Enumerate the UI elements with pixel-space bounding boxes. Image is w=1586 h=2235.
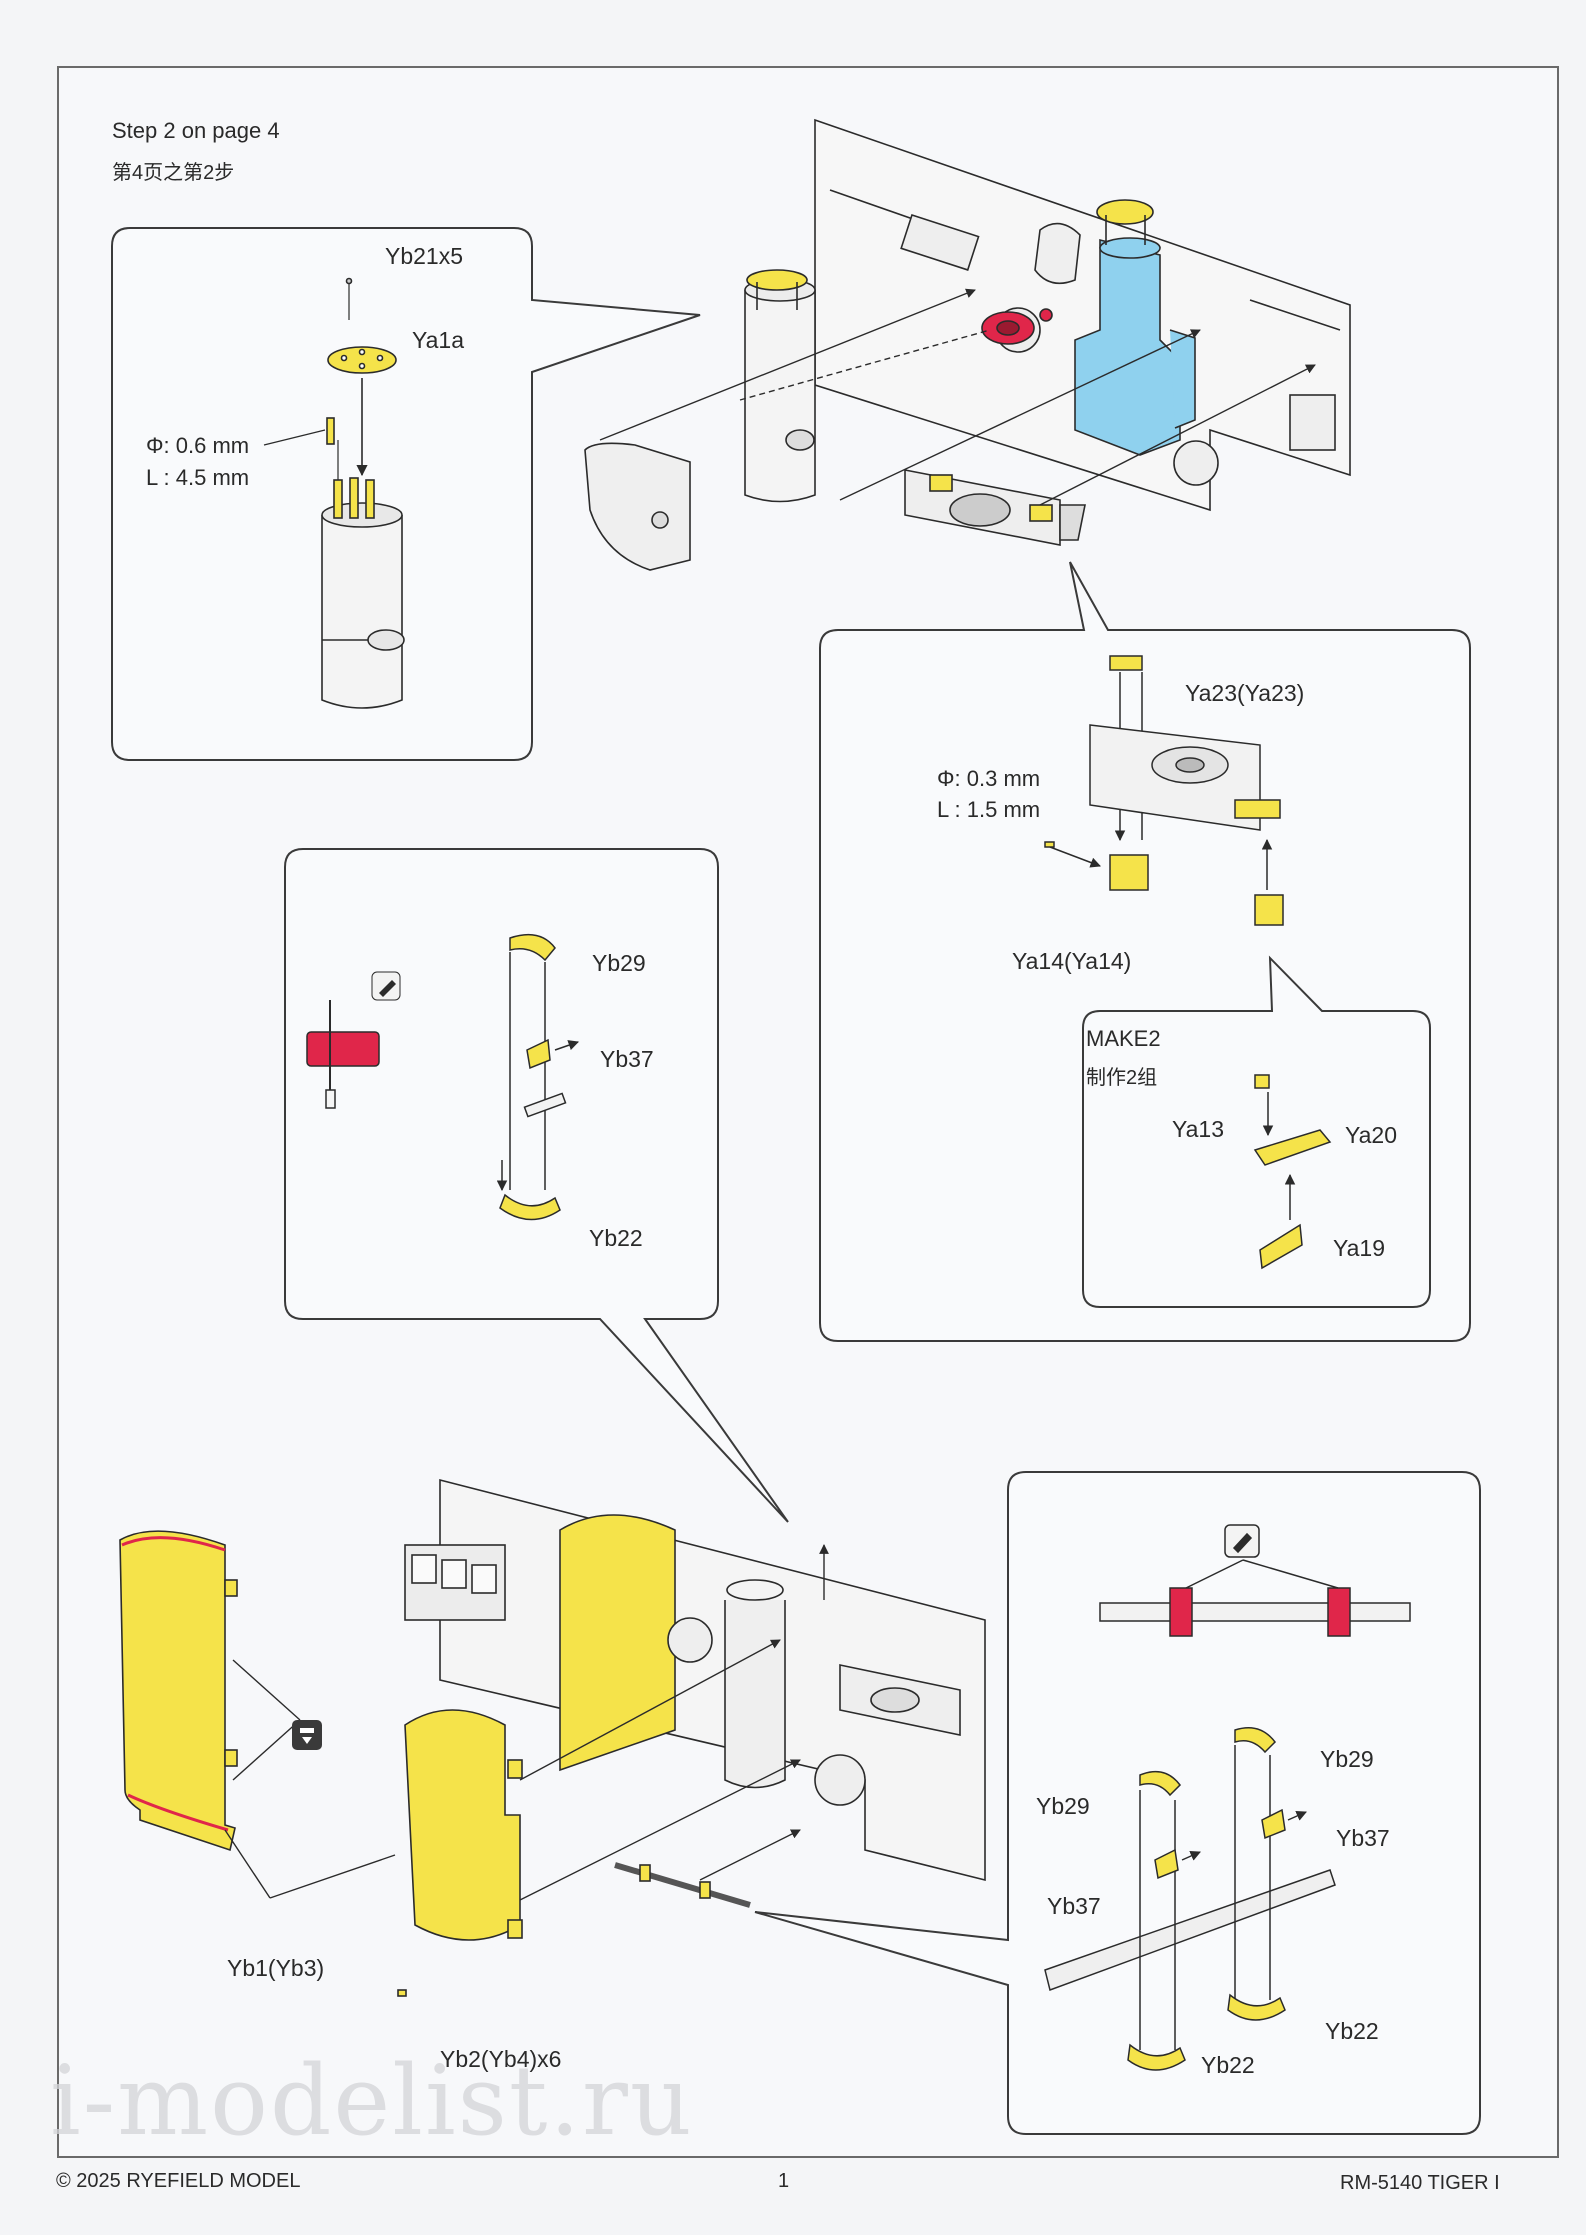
callout-bubble-bottom-right: [754, 1471, 1481, 2135]
part-label-yb21x5: Yb21x5: [385, 243, 464, 269]
watermark: i-modelist.ru: [50, 2045, 694, 2157]
barrel-bracket-detail: [1044, 1524, 1411, 2071]
part-label-yb22: Yb22: [589, 1225, 643, 1251]
copyright: © 2025 RYEFIELD MODEL: [56, 2170, 301, 2192]
ya14-bracket-detail: [1044, 655, 1284, 926]
wire-diameter-label: Φ: 0.6 mm: [146, 433, 250, 458]
part-label-ya13: Ya13: [1172, 1116, 1225, 1142]
part-label-yb29: Yb29: [592, 950, 646, 976]
callout-bubble-make2: [1082, 955, 1431, 1308]
exhaust-pipe-detail: [263, 277, 405, 709]
wire-length-label-2: L : 1.5 mm: [937, 797, 1041, 822]
top-assembly-arrows: [599, 288, 1316, 506]
hull-rear-plate-assembly: [584, 118, 1351, 571]
part-label-yb22-left: Yb22: [1201, 2052, 1255, 2078]
part-label-ya14: Ya14(Ya14): [1012, 948, 1132, 974]
part-label-yb37-right: Yb37: [1336, 1825, 1390, 1851]
bottom-assembly-arrows: [224, 1544, 829, 1901]
page-number: 1: [778, 2170, 790, 2192]
step-reference-cn: 第4页之第2步: [112, 162, 235, 184]
part-label-yb37: Yb37: [600, 1046, 654, 1072]
wire-diameter-label-2: Φ: 0.3 mm: [937, 766, 1041, 791]
make2-detail: [1253, 1074, 1332, 1270]
make2-label-cn: 制作2组: [1086, 1067, 1158, 1089]
bend-tool-icon: [292, 1720, 322, 1750]
bottom-assembly: [119, 1478, 986, 1997]
yb-bracket-detail: [306, 933, 579, 1221]
part-label-ya23: Ya23(Ya23): [1185, 680, 1305, 706]
pencil-icon: [371, 971, 401, 1001]
part-label-yb29-left: Yb29: [1036, 1793, 1090, 1819]
part-label-ya19: Ya19: [1333, 1235, 1386, 1261]
part-label-yb29-right: Yb29: [1320, 1746, 1374, 1772]
wire-length-label: L : 4.5 mm: [146, 465, 250, 490]
step-reference: Step 2 on page 4: [112, 118, 280, 143]
part-label-yb1: Yb1(Yb3): [227, 1955, 325, 1981]
part-label-yb37-left: Yb37: [1047, 1893, 1101, 1919]
callout-bubble-top-left: [111, 227, 701, 761]
part-label-yb2: Yb2(Yb4)x6: [440, 2046, 562, 2072]
part-label-ya1a: Ya1a: [412, 327, 465, 353]
callout-bubble-left-middle: [284, 848, 789, 1523]
product-code: RM-5140 TIGER I: [1340, 2172, 1500, 2194]
part-label-yb22-right: Yb22: [1325, 2018, 1379, 2044]
part-label-ya20: Ya20: [1345, 1122, 1398, 1148]
make2-label: MAKE2: [1086, 1026, 1161, 1051]
